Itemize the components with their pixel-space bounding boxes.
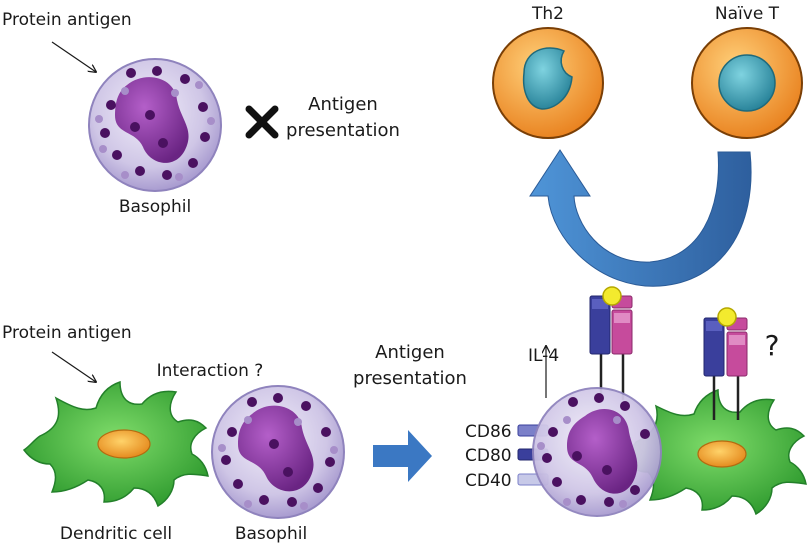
il4-label: IL-4 [528, 346, 559, 366]
protein-antigen-bottom-label: Protein antigen [2, 323, 132, 343]
antigen-peptide-1 [602, 286, 622, 306]
basophil-top-nucleus [115, 77, 189, 163]
naive-t-nucleus [718, 54, 776, 112]
basophil-right-nucleus [567, 409, 638, 494]
basophil-bottom-label: Basophil [235, 524, 307, 544]
antigen-presentation-bottom-line2: presentation [353, 368, 467, 389]
antigen-presentation-top-line1: Antigen [308, 94, 378, 115]
naive-t-label: Naïve T [715, 4, 780, 24]
dendritic-cell-right-nucleus [697, 440, 747, 468]
basophil-top-label: Basophil [119, 197, 191, 217]
th2-nucleus [522, 47, 573, 110]
cross-icon [245, 105, 279, 139]
process-arrow [373, 430, 432, 482]
antigen-presentation-top-line2: presentation [286, 120, 400, 141]
interaction-label: Interaction ? [157, 361, 264, 381]
antigen-peptide-2 [717, 307, 737, 327]
basophil-right [532, 387, 662, 517]
naive-t-cell [691, 27, 803, 139]
basophil-top [88, 58, 222, 192]
cd86-label: CD86 [465, 422, 512, 442]
antigen-presentation-bottom-line1: Antigen [375, 342, 445, 363]
cd80-label: CD80 [465, 446, 512, 466]
dendritic-cell-right [620, 388, 807, 516]
protein-antigen-top-label: Protein antigen [2, 10, 132, 30]
basophil-bottom [211, 385, 345, 519]
basophil-mhc-complex [589, 286, 633, 400]
dendritic-cell-left [22, 380, 209, 508]
dendritic-cell-label: Dendritic cell [60, 524, 172, 544]
differentiation-arrow [529, 149, 752, 287]
th2-cell [492, 27, 604, 139]
th2-label: Th2 [531, 4, 564, 24]
basophil-top-light-granules [95, 81, 215, 181]
basophil-top-granules [100, 66, 210, 180]
cd40-label: CD40 [465, 471, 512, 491]
question-mark-label: ? [765, 329, 780, 362]
dendritic-cell-left-nucleus [97, 429, 151, 459]
antigen-arrow-top [51, 41, 96, 72]
antigen-arrow-bottom [51, 351, 96, 382]
dendritic-mhc-complex [703, 307, 748, 420]
